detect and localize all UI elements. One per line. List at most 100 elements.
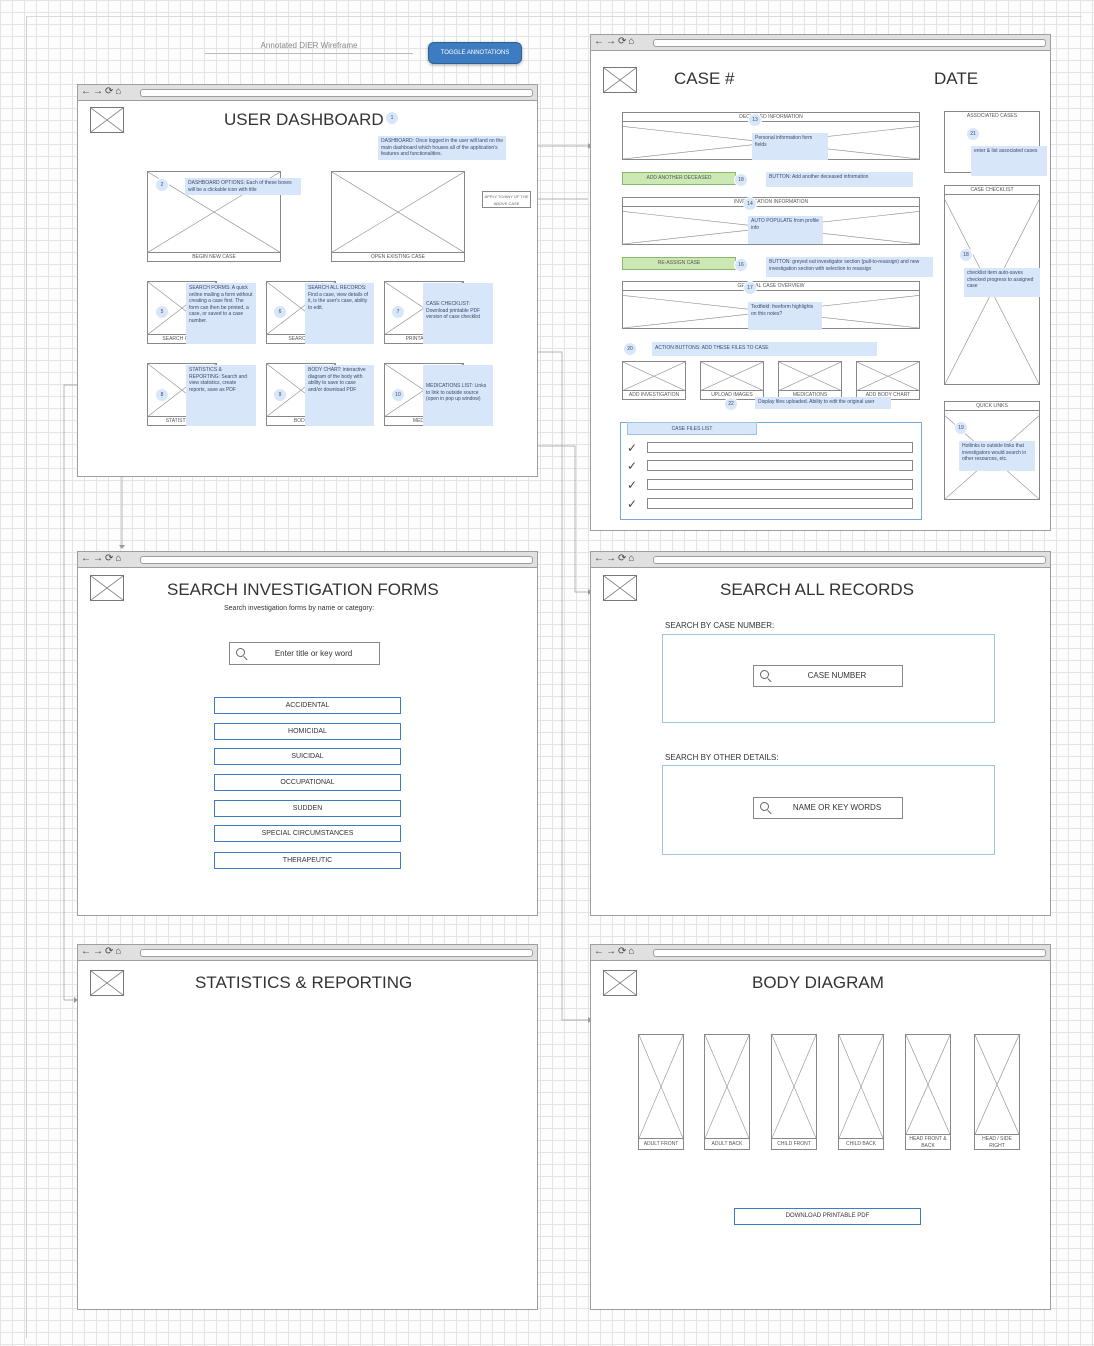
body-figure-head-front-back[interactable]: HEAD FRONT & BACK bbox=[905, 1034, 951, 1150]
annotation-badge-8[interactable]: 8 bbox=[155, 388, 169, 402]
search-forms-label: SEARCH IN FOR bbox=[148, 334, 216, 343]
statistics-label: STATISTICS A bbox=[148, 416, 216, 425]
apply-to-case-box: APPLY TO/ANY OF THE ABOVE CASE bbox=[482, 191, 531, 208]
file-field[interactable] bbox=[647, 479, 913, 490]
body-figure-label: CHILD BACK bbox=[839, 1138, 883, 1149]
category-accidental-button[interactable]: ACCIDENTAL bbox=[214, 697, 401, 714]
annotation-note-files: Display files uploaded. Ability to edit … bbox=[755, 397, 891, 409]
annotation-badge-7[interactable]: 7 bbox=[391, 305, 405, 319]
open-existing-case-tile[interactable]: OPEN EXISTING CASE bbox=[331, 171, 465, 262]
url-bar[interactable] bbox=[653, 39, 1046, 47]
file-field[interactable] bbox=[647, 460, 913, 471]
url-bar[interactable] bbox=[140, 89, 533, 97]
annotation-note-checklist-autosave: checklist item auto-saves checked progre… bbox=[964, 268, 1040, 297]
annotation-badge-16[interactable]: 16 bbox=[734, 258, 748, 272]
body-figure-child-front[interactable]: CHILD FRONT bbox=[771, 1034, 817, 1150]
logo-placeholder bbox=[603, 67, 637, 93]
open-existing-case-label: OPEN EXISTING CASE bbox=[332, 252, 464, 261]
canvas-page bbox=[26, 16, 1082, 1338]
category-therapeutic-button[interactable]: THERAPEUTIC bbox=[214, 852, 401, 869]
url-bar[interactable] bbox=[140, 949, 533, 957]
annotation-badge-17[interactable]: 17 bbox=[743, 281, 757, 295]
case-number-input[interactable]: CASE NUMBER bbox=[753, 665, 903, 687]
checkmark-icon: ✓ bbox=[627, 478, 638, 492]
category-occupational-button[interactable]: OCCUPATIONAL bbox=[214, 774, 401, 791]
browser-nav-icons[interactable]: ←→⟳⌂ bbox=[594, 36, 637, 47]
annotation-badge-6[interactable]: 6 bbox=[273, 305, 287, 319]
browser-bar: ←→⟳⌂ bbox=[591, 945, 1050, 961]
category-sudden-button[interactable]: SUDDEN bbox=[214, 800, 401, 817]
annotation-note-search-records: SEARCH ALL RECORDS: Find a case, view de… bbox=[305, 283, 374, 344]
annotation-note-add-deceased: BUTTON: Add another deceased information bbox=[766, 172, 913, 187]
search-icon bbox=[236, 648, 245, 657]
category-homicidal-button[interactable]: HOMICIDAL bbox=[214, 723, 401, 740]
toggle-annotations-button[interactable]: TOGGLE ANNOTATIONS bbox=[428, 42, 522, 64]
browser-bar: ←→⟳⌂ bbox=[78, 945, 537, 961]
search-forms-input[interactable]: Enter title or key word bbox=[229, 642, 380, 665]
deceased-information-label: DECEASED INFORMATION bbox=[623, 113, 919, 122]
body-figure-child-back[interactable]: CHILD BACK bbox=[838, 1034, 884, 1150]
annotation-badge-13[interactable]: 13 bbox=[748, 113, 762, 127]
annotation-note-dashboard: DASHBOARD: Once logged in the user will … bbox=[378, 136, 506, 160]
search-icon bbox=[760, 802, 769, 811]
browser-nav-icons[interactable]: ←→⟳⌂ bbox=[594, 553, 637, 564]
file-field[interactable] bbox=[647, 498, 913, 509]
add-another-deceased-button[interactable]: ADD ANOTHER DECEASED bbox=[622, 172, 736, 185]
browser-nav-icons[interactable]: ←→⟳⌂ bbox=[81, 553, 124, 564]
browser-bar: ←→⟳⌂ bbox=[591, 35, 1050, 51]
upload-images-action[interactable]: UPLOAD IMAGES bbox=[700, 361, 764, 400]
file-field[interactable] bbox=[647, 442, 913, 453]
annotation-note-search-forms: SEARCH FORMS: A quick online mailing a f… bbox=[186, 283, 256, 344]
annotation-badge-14[interactable]: 14 bbox=[743, 197, 757, 211]
annotation-badge-19[interactable]: 19 bbox=[954, 421, 968, 435]
medications-action[interactable]: MEDICATIONS bbox=[778, 361, 842, 400]
body-figure-adult-back[interactable]: ADULT BACK bbox=[704, 1034, 750, 1150]
url-bar[interactable] bbox=[653, 949, 1046, 957]
search-by-case-label: SEARCH BY CASE NUMBER: bbox=[665, 621, 775, 630]
annotation-badge-20[interactable]: 20 bbox=[623, 342, 637, 356]
body-figure-label: ADULT FRONT bbox=[639, 1138, 683, 1149]
name-keywords-input[interactable]: NAME OR KEY WORDS bbox=[753, 797, 903, 819]
search-records-label: SEARCH A bbox=[267, 334, 335, 343]
add-investigation-form-action[interactable]: ADD INVESTIGATION FORM bbox=[622, 361, 686, 400]
category-special-circumstances-button[interactable]: SPECIAL CIRCUMSTANCES bbox=[214, 825, 401, 842]
browser-nav-icons[interactable]: ←→⟳⌂ bbox=[594, 946, 637, 957]
annotation-note-actions: ACTION BUTTONS: ADD THESE FILES TO CASE bbox=[652, 342, 877, 356]
search-records-title: SEARCH ALL RECORDS bbox=[720, 580, 914, 599]
url-bar[interactable] bbox=[140, 556, 533, 564]
add-investigation-form-label: ADD INVESTIGATION FORM bbox=[623, 390, 685, 399]
annotation-badge-18[interactable]: 18 bbox=[734, 173, 748, 187]
annotation-badge-2[interactable]: 2 bbox=[155, 178, 169, 192]
body-figure-head-side-right[interactable]: HEAD / SIDE RIGHT bbox=[974, 1034, 1020, 1150]
checkmark-icon: ✓ bbox=[627, 459, 638, 473]
annotation-note-body-chart: BODY CHART: interactive diagram of the b… bbox=[305, 365, 374, 426]
annotation-note-statistics: STATISTICS & REPORTING: Search and view … bbox=[186, 365, 256, 426]
annotation-note-associated: enter & list associated cases bbox=[971, 146, 1047, 176]
download-printable-pdf-button[interactable]: DOWNLOAD PRINTABLE PDF bbox=[734, 1208, 921, 1225]
statistics-frame: ←→⟳⌂ STATISTICS & REPORTING bbox=[77, 944, 538, 1310]
annotation-badge-5[interactable]: 5 bbox=[155, 305, 169, 319]
category-suicidal-button[interactable]: SUICIDAL bbox=[214, 748, 401, 765]
url-bar[interactable] bbox=[653, 556, 1046, 564]
investigation-information-label: INVESTIGATION INFORMATION bbox=[623, 198, 919, 207]
annotation-note-textfield: Textfield: freeform highlights on this n… bbox=[748, 302, 822, 330]
body-figure-adult-front[interactable]: ADULT FRONT bbox=[638, 1034, 684, 1150]
annotation-badge-1[interactable]: 1 bbox=[385, 111, 399, 125]
annotation-badge-21[interactable]: 21 bbox=[966, 127, 980, 141]
body-figure-label: CHILD FRONT bbox=[772, 1138, 816, 1149]
annotation-badge-9[interactable]: 9 bbox=[273, 388, 287, 402]
annotation-badge-10[interactable]: 10 bbox=[391, 388, 405, 402]
annotation-badge-18b[interactable]: 18 bbox=[959, 248, 973, 262]
checkmark-icon: ✓ bbox=[627, 441, 638, 455]
browser-nav-icons[interactable]: ←→⟳⌂ bbox=[81, 86, 124, 97]
reassign-case-button[interactable]: RE-ASSIGN CASE bbox=[622, 257, 736, 270]
annotation-badge-22[interactable]: 22 bbox=[724, 397, 738, 411]
add-body-chart-action[interactable]: ADD BODY CHART bbox=[856, 361, 920, 400]
quick-links-label: QUICK LINKS bbox=[945, 402, 1039, 411]
checkmark-icon: ✓ bbox=[627, 497, 638, 511]
body-figure-label: HEAD FRONT & BACK bbox=[906, 1134, 950, 1149]
body-figure-label: HEAD / SIDE RIGHT bbox=[975, 1134, 1019, 1149]
document-title: Annotated DIER Wireframe bbox=[205, 41, 413, 56]
browser-nav-icons[interactable]: ←→⟳⌂ bbox=[81, 946, 124, 957]
logo-placeholder bbox=[90, 107, 124, 133]
